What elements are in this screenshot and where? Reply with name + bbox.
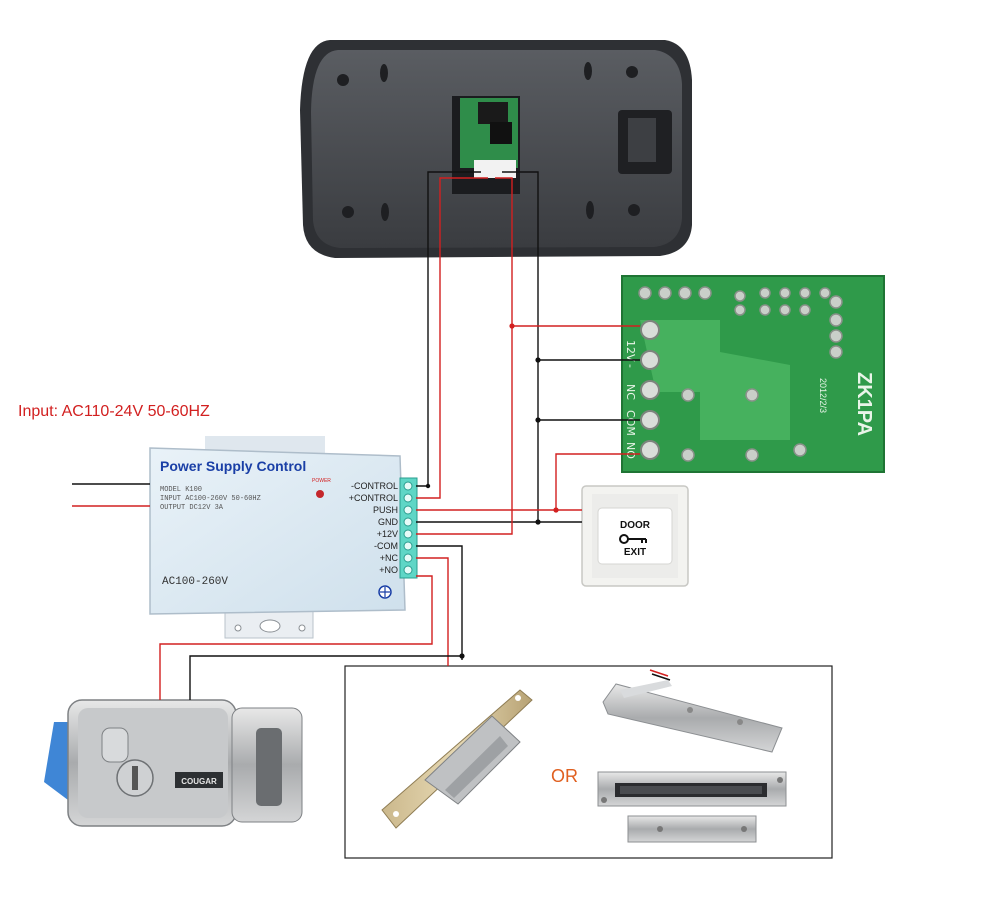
exit-button-exit-label: EXIT (624, 547, 646, 558)
exit-button-door-label: DOOR (620, 520, 651, 531)
wires (72, 171, 640, 700)
alternatives-or-label: OR (551, 766, 578, 786)
wire-com-rim-lock (189, 655, 462, 700)
card-reader (300, 40, 692, 258)
key-icon (619, 534, 647, 544)
exit-button: DOOR EXIT (581, 485, 689, 587)
psu-terminal-no: +NO (379, 565, 398, 575)
reader-connector (474, 160, 516, 178)
terminal-block (399, 477, 418, 579)
relay-board-pads (638, 286, 843, 462)
relay-terminal-screws (640, 320, 660, 460)
rim-lock-brand: COUGAR (181, 777, 217, 786)
rim-lock: COUGAR (44, 699, 303, 827)
psu-terminal-push: PUSH (373, 505, 398, 515)
screw-hole-icon (337, 66, 640, 218)
psu-terminal-neg-com: -COM (374, 541, 398, 551)
psu-terminal-gnd: GND (378, 517, 399, 527)
wire-reader-12v (416, 177, 513, 535)
relay-pin-12v: 12V (624, 340, 637, 362)
relay-board: 12V - NC COM NO ZK1PA 2012/2/3 (621, 275, 885, 473)
relay-pin-nc: NC (624, 384, 637, 400)
relay-pin-minus: - (624, 364, 637, 368)
psu-title: Power Supply Control (160, 458, 306, 474)
wire-relay-no (555, 453, 640, 512)
psu-terminal-pos-control: +CONTROL (349, 493, 398, 503)
relay-board-date: 2012/2/3 (818, 378, 828, 413)
psu-terminal-neg-control: -CONTROL (351, 481, 398, 491)
mount-slot-icon (380, 62, 594, 221)
wire-reader-pos-control (416, 177, 488, 499)
relay-board-label: ZK1PA (853, 372, 875, 436)
relay-pin-no: NO (624, 442, 637, 459)
magnetic-lock-armature (627, 815, 757, 843)
wire-no-rim-lock (159, 575, 433, 700)
psu-terminal-nc: +NC (380, 553, 399, 563)
electric-strike (381, 689, 533, 829)
wire-com (416, 545, 463, 660)
power-led-icon (316, 490, 324, 498)
relay-pin-com: COM (624, 410, 637, 436)
wire-reader-control (416, 171, 481, 487)
wire-nc (416, 557, 449, 666)
psu-voltage: AC100-260V (162, 576, 228, 588)
psu-terminal-12v: +12V (377, 529, 398, 539)
bolt-lock (602, 669, 783, 753)
wire-junctions (425, 357, 541, 659)
input-label: Input: AC110-24V 50-60HZ (18, 403, 210, 420)
psu-input: INPUT AC100-260V 50-60HZ (160, 495, 261, 503)
psu-power-led-label: POWER (312, 478, 331, 484)
psu-model: MODEL K100 (160, 486, 202, 494)
wire-reader-gnd (416, 171, 539, 523)
magnetic-lock (597, 771, 787, 807)
psu-output: OUTPUT DC12V 3A (160, 504, 224, 512)
power-supply: Power Supply Control MODEL K100 INPUT AC… (149, 436, 418, 639)
alternative-locks-box (344, 665, 833, 859)
